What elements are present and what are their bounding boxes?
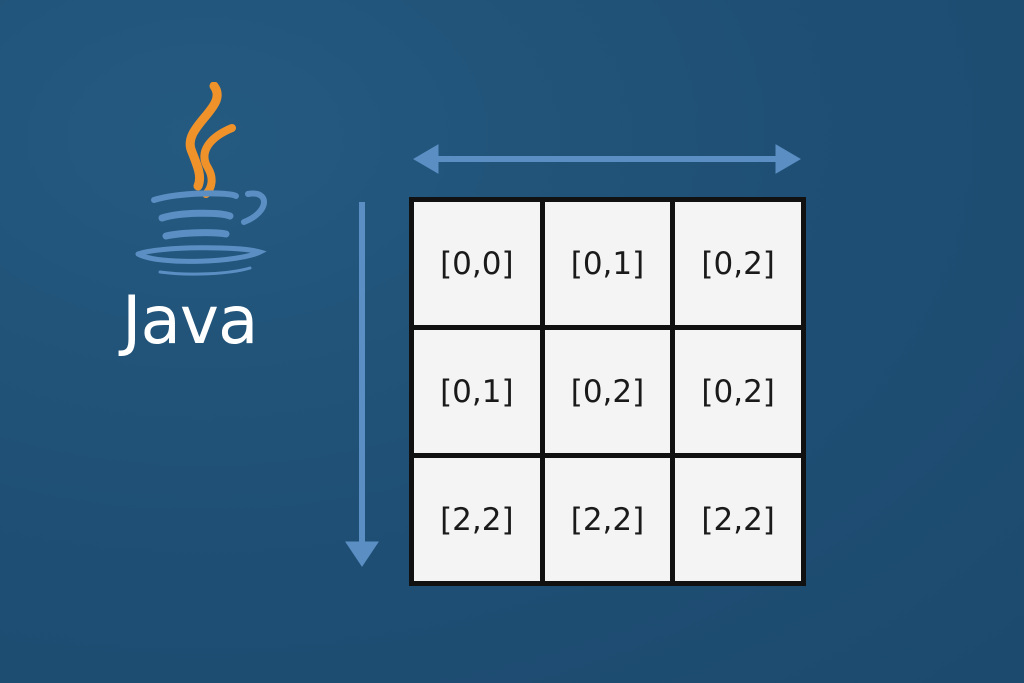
matrix-cell: [0,2] [544, 330, 671, 453]
matrix-cell: [0,2] [675, 202, 801, 325]
matrix-cell: [0,2] [675, 330, 801, 453]
matrix-cell: [0,0] [414, 202, 540, 325]
matrix-grid: [0,0] [0,1] [0,2] [0,1] [0,2] [0,2] [2,2… [409, 197, 806, 586]
matrix-cell: [2,2] [544, 458, 671, 581]
matrix-cell: [0,1] [414, 330, 540, 453]
java-logo-icon [135, 82, 267, 276]
matrix-cell: [0,1] [544, 202, 671, 325]
vertical-down-arrow-icon [345, 202, 379, 567]
java-logo-text: Java [122, 282, 258, 359]
matrix-cell: [2,2] [675, 458, 801, 581]
matrix-cell: [2,2] [414, 458, 540, 581]
horizontal-double-arrow-icon [413, 144, 801, 174]
